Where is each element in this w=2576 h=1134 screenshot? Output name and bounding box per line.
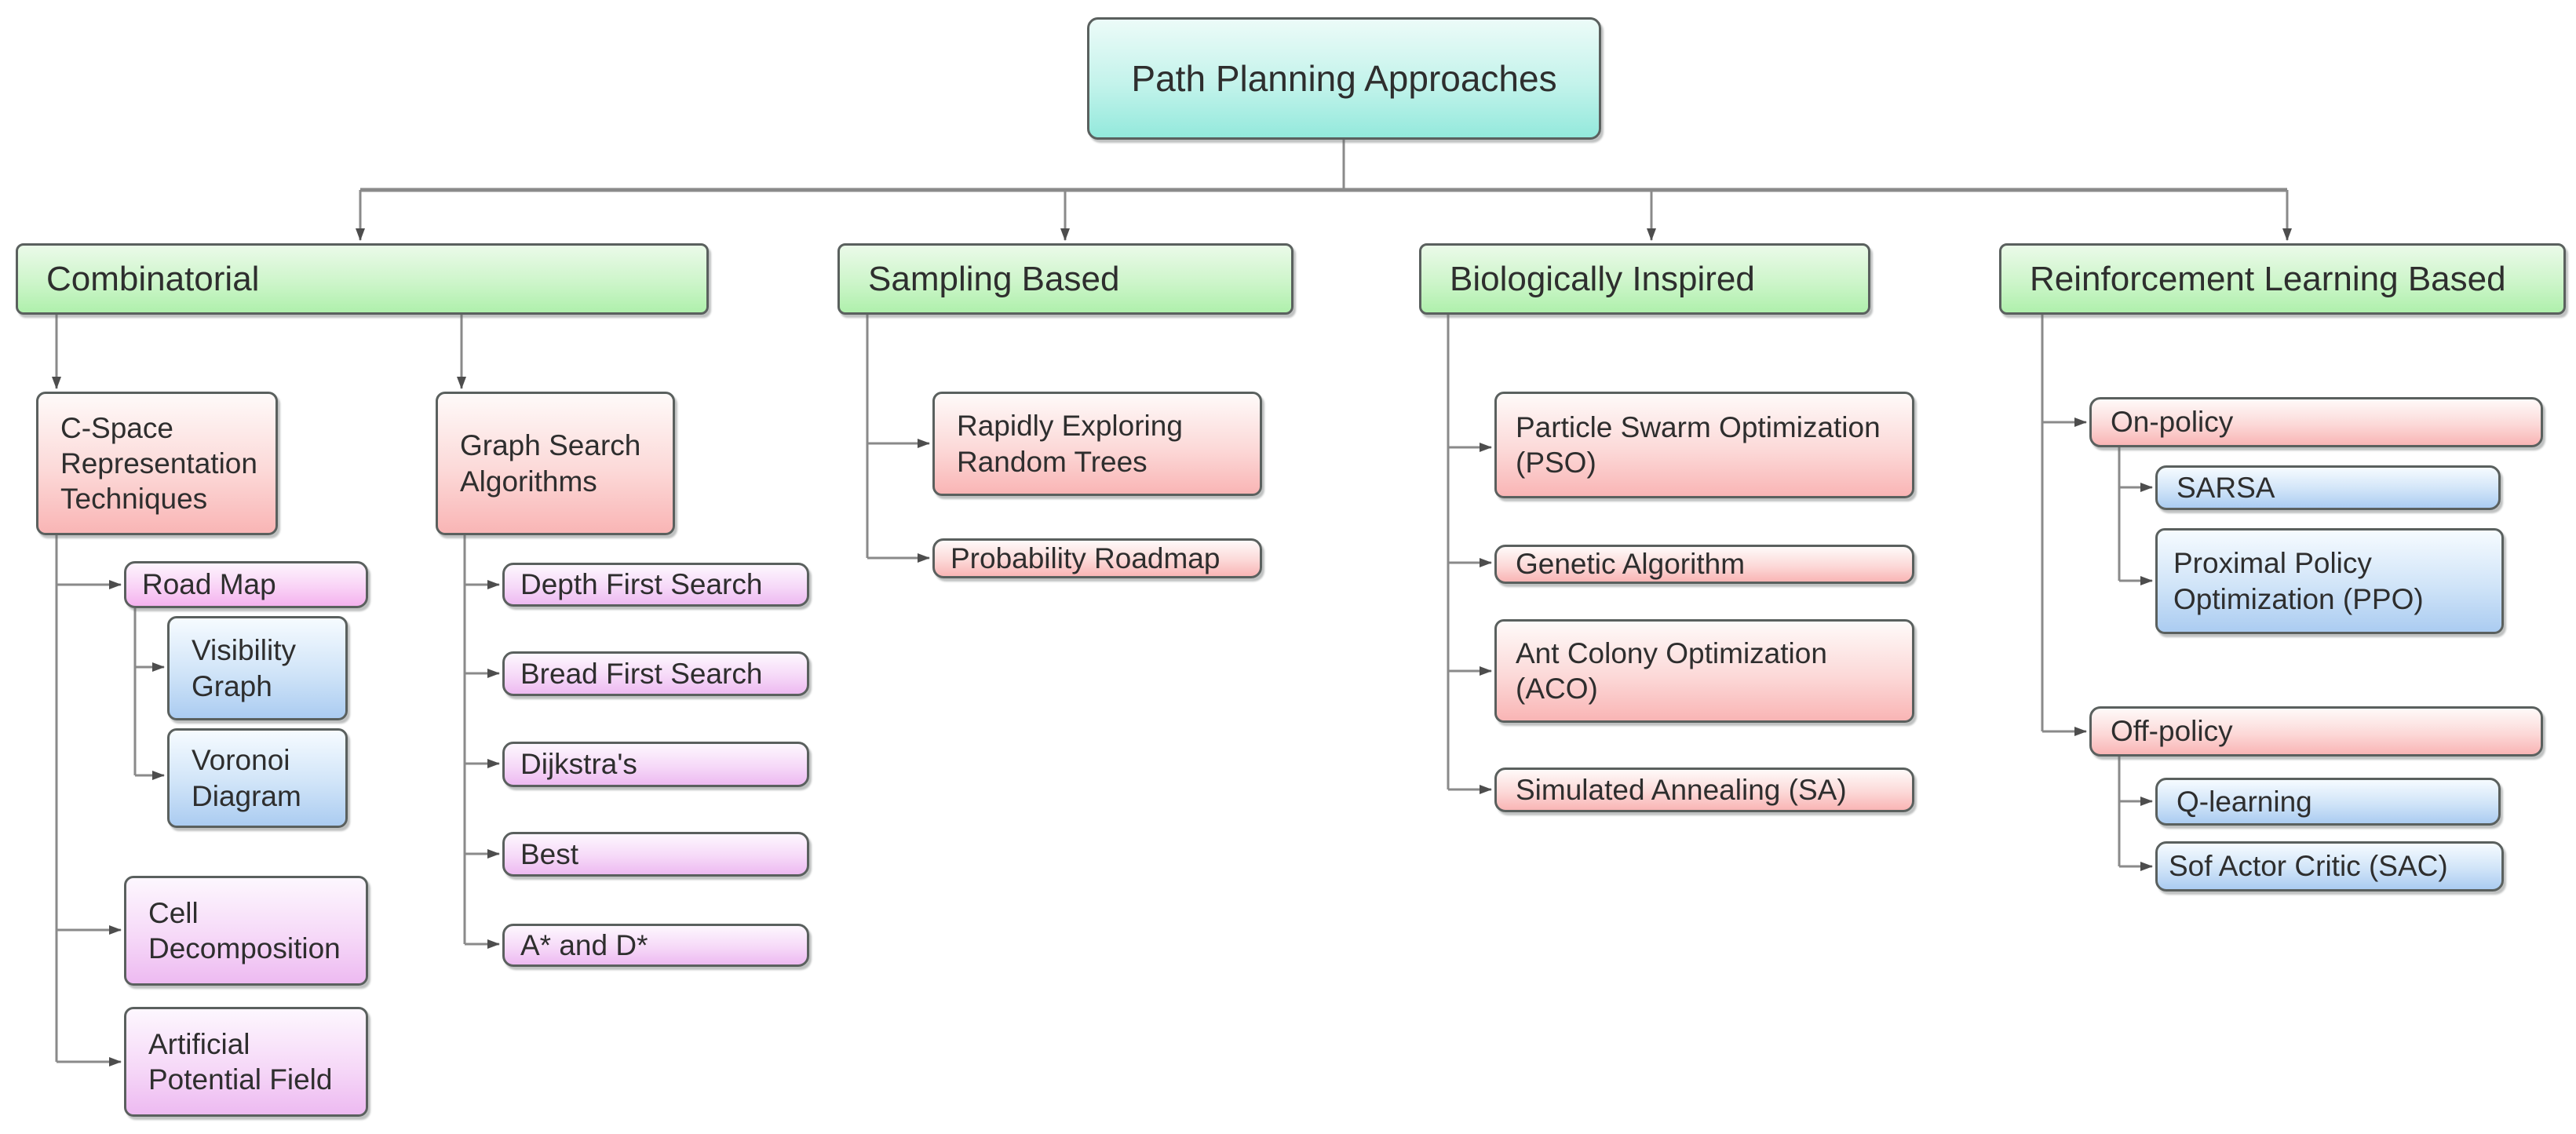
node-sa-label: Simulated Annealing (SA) <box>1516 773 1847 806</box>
node-q-learning-label: Q-learning <box>2176 785 2312 818</box>
node-reinforcement-learning-based-label: Reinforcement Learning Based <box>2030 259 2506 298</box>
node-soft-actor-critic: Sof Actor Critic (SAC) <box>2155 841 2504 892</box>
node-biologically-inspired-label: Biologically Inspired <box>1450 259 1755 298</box>
node-rapidly-exploring-random-trees: Rapidly Exploring Random Trees <box>932 392 1262 496</box>
node-dijkstras-label: Dijkstra's <box>520 748 637 781</box>
node-on-policy-label: On-policy <box>2111 406 2234 439</box>
node-road-map: Road Map <box>124 561 368 608</box>
node-simulated-annealing: Simulated Annealing (SA) <box>1494 768 1914 812</box>
node-bread-first-search-label: Bread First Search <box>520 657 763 690</box>
node-c-space-representation-techniques: C-Space Representation Techniques <box>36 392 278 535</box>
node-depth-first-search-label: Depth First Search <box>520 568 763 601</box>
node-genetic-algorithm: Genetic Algorithm <box>1494 545 1914 584</box>
node-voronoi-diagram: Voronoi Diagram <box>167 728 348 828</box>
node-on-policy: On-policy <box>2089 397 2543 447</box>
node-combinatorial: Combinatorial <box>16 243 709 315</box>
node-aco-label: Ant Colony Optimization (ACO) <box>1516 636 1827 705</box>
node-combinatorial-label: Combinatorial <box>46 259 260 298</box>
node-off-policy: Off-policy <box>2089 706 2543 757</box>
node-biologically-inspired: Biologically Inspired <box>1419 243 1870 315</box>
node-artificial-potential-field: Artificial Potential Field <box>124 1007 368 1117</box>
node-genetic-algorithm-label: Genetic Algorithm <box>1516 548 1746 581</box>
node-proximal-policy-optimization: Proximal Policy Optimization (PPO) <box>2155 528 2504 634</box>
node-graph-search-algorithms-label: Graph Search Algorithms <box>460 429 641 498</box>
node-sarsa: SARSA <box>2155 465 2501 510</box>
node-visibility-graph: Visibility Graph <box>167 616 348 720</box>
node-visibility-graph-label: Visibility Graph <box>192 634 296 702</box>
node-probability-roadmap-label: Probability Roadmap <box>950 541 1220 574</box>
node-cell-decomposition-label: Cell Decomposition <box>148 896 341 964</box>
node-graph-search-algorithms: Graph Search Algorithms <box>436 392 675 535</box>
node-ant-colony-optimization: Ant Colony Optimization (ACO) <box>1494 619 1914 723</box>
node-a-star-and-d-star-label: A* and D* <box>520 928 648 961</box>
node-voronoi-diagram-label: Voronoi Diagram <box>192 744 301 812</box>
node-off-policy-label: Off-policy <box>2111 715 2233 748</box>
node-sampling-based-label: Sampling Based <box>868 259 1120 298</box>
node-sarsa-label: SARSA <box>2176 471 2275 504</box>
node-pso-label: Particle Swarm Optimization (PSO) <box>1516 410 1881 479</box>
node-path-planning-approaches-label: Path Planning Approaches <box>1131 57 1557 99</box>
node-path-planning-approaches: Path Planning Approaches <box>1087 17 1601 140</box>
node-depth-first-search: Depth First Search <box>502 563 809 607</box>
node-sampling-based: Sampling Based <box>837 243 1293 315</box>
node-cell-decomposition: Cell Decomposition <box>124 876 368 986</box>
node-ppo-label: Proximal Policy Optimization (PPO) <box>2173 547 2424 615</box>
node-reinforcement-learning-based: Reinforcement Learning Based <box>1999 243 2566 315</box>
node-c-space-label: C-Space Representation Techniques <box>60 411 257 516</box>
node-rrt-label: Rapidly Exploring Random Trees <box>957 410 1183 478</box>
node-probability-roadmap: Probability Roadmap <box>932 538 1262 578</box>
node-bread-first-search: Bread First Search <box>502 651 809 696</box>
node-best-label: Best <box>520 837 579 870</box>
node-road-map-label: Road Map <box>142 568 276 601</box>
node-sac-label: Sof Actor Critic (SAC) <box>2169 850 2448 883</box>
node-dijkstras: Dijkstra's <box>502 742 809 787</box>
node-particle-swarm-optimization: Particle Swarm Optimization (PSO) <box>1494 392 1914 498</box>
node-artificial-potential-field-label: Artificial Potential Field <box>148 1027 333 1096</box>
node-q-learning: Q-learning <box>2155 778 2501 826</box>
node-best: Best <box>502 832 809 877</box>
node-a-star-and-d-star: A* and D* <box>502 924 809 967</box>
